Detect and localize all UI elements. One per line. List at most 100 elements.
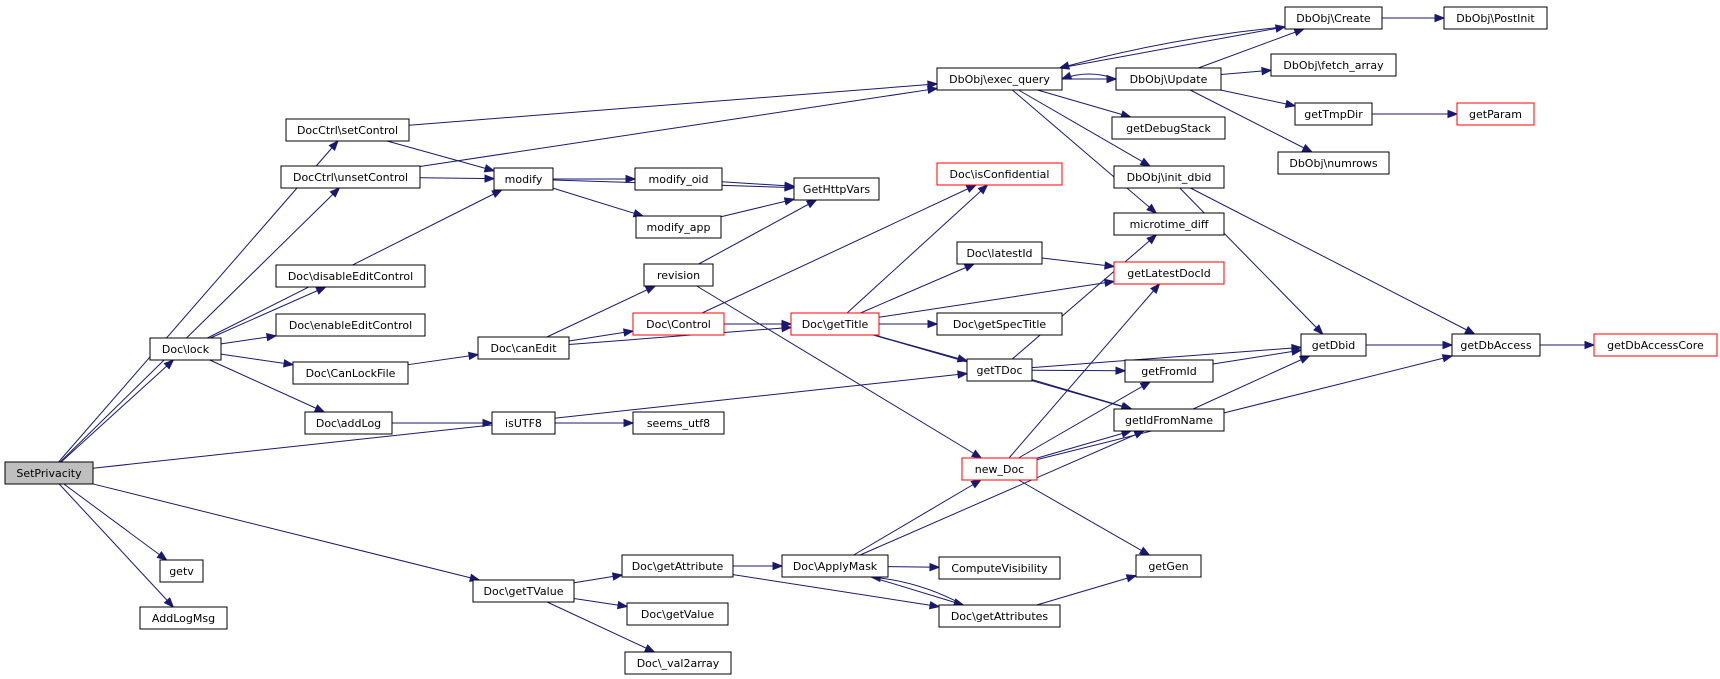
node-doc-canlockfile[interactable]: Doc\CanLockFile	[292, 361, 409, 385]
node-box	[936, 67, 1063, 91]
node-getlatestdocid[interactable]: getLatestDocId	[1113, 261, 1225, 285]
node-microtime-diff[interactable]: microtime_diff	[1113, 212, 1225, 236]
arrowhead	[1447, 109, 1459, 119]
node-doc-disableeditcontrol[interactable]: Doc\disableEditControl	[275, 264, 426, 288]
arrowhead	[783, 197, 796, 206]
node-gettmpdir[interactable]: getTmpDir	[1294, 102, 1373, 126]
node-docctrl-unsetcontrol[interactable]: DocCtrl\unsetControl	[280, 165, 421, 189]
node-box	[139, 606, 228, 630]
arrowhead	[1301, 143, 1314, 153]
node-box	[159, 559, 204, 583]
node-docctrl-setcontrol[interactable]: DocCtrl\setControl	[285, 118, 410, 142]
edge-getTDoc-to-microtime_diff	[1011, 234, 1158, 360]
node-new-doc[interactable]: new_Doc	[961, 457, 1038, 481]
edge-line	[59, 187, 340, 463]
node-modify-oid[interactable]: modify_oid	[634, 167, 723, 191]
node-getdbaccess[interactable]: getDbAccess	[1451, 333, 1541, 357]
node-dbobj-exec-query[interactable]: DbObj\exec_query	[936, 67, 1063, 91]
node-dbobj-numrows[interactable]: DbObj\numrows	[1277, 151, 1390, 175]
edge-line	[1212, 349, 1302, 365]
node-dbobj-init-dbid[interactable]: DbObj\init_dbid	[1113, 165, 1225, 189]
node-revision[interactable]: revision	[643, 263, 714, 287]
arrowhead	[1284, 99, 1297, 109]
node-doc-getattributes[interactable]: Doc\getAttributes	[938, 604, 1061, 628]
node-getdbid[interactable]: getDbid	[1300, 333, 1367, 357]
arrowhead	[781, 319, 793, 329]
node-doc-applymask[interactable]: Doc\ApplyMask	[781, 554, 889, 578]
node-box	[966, 358, 1033, 382]
node-label: Doc\CanLockFile	[306, 367, 396, 380]
node-addlogmsg[interactable]: AddLogMsg	[139, 606, 228, 630]
arrowhead	[929, 562, 941, 572]
node-gettdoc[interactable]: getTDoc	[966, 358, 1033, 382]
arrowhead	[1115, 366, 1127, 375]
node-getgen[interactable]: getGen	[1135, 554, 1202, 578]
node-doc-control[interactable]: Doc\Control	[632, 312, 725, 336]
node-doc-addlog[interactable]: Doc\addLog	[304, 411, 393, 435]
node-doc-canedit[interactable]: Doc\canEdit	[477, 336, 570, 360]
arrowhead	[977, 184, 989, 195]
node-label: getFromId	[1141, 365, 1197, 378]
node-doc-val2array[interactable]: Doc\_val2array	[624, 651, 732, 675]
edge-SetPrivacity-to-getv	[63, 483, 168, 561]
edge-line	[1037, 89, 1131, 118]
edge-Doc_Control-to-Doc_isConfidential	[701, 184, 978, 314]
node-getidfromname[interactable]: getIdFromName	[1113, 408, 1225, 432]
edge-line	[871, 576, 964, 606]
node-label: getDebugStack	[1126, 122, 1211, 135]
node-doc-getspectitle[interactable]: Doc\getSpecTitle	[936, 312, 1063, 336]
node-box	[936, 162, 1063, 186]
node-label: getLatestDocId	[1127, 267, 1211, 280]
node-dbobj-fetch-array[interactable]: DbObj\fetch_array	[1270, 53, 1397, 77]
node-getv[interactable]: getv	[159, 559, 204, 583]
edge-line	[696, 285, 982, 459]
edge-line	[701, 184, 977, 314]
node-doc-gettvalue[interactable]: Doc\getTValue	[472, 579, 575, 603]
arrowhead	[1313, 324, 1324, 335]
node-box	[1113, 261, 1225, 285]
arrowhead	[163, 597, 175, 609]
node-label: Doc\addLog	[316, 417, 381, 430]
edge-Doc_ApplyMask-to-Doc_getAttributes	[871, 576, 965, 607]
node-computevisibility[interactable]: ComputeVisibility	[938, 556, 1061, 580]
node-dbobj-update[interactable]: DbObj\Update	[1115, 67, 1222, 91]
node-dbobj-postinit[interactable]: DbObj\PostInit	[1443, 6, 1548, 30]
arrowhead	[1434, 13, 1446, 23]
arrowhead	[805, 199, 818, 209]
node-doc-enableeditcontrol[interactable]: Doc\enableEditControl	[275, 313, 426, 337]
node-label: revision	[657, 269, 700, 282]
node-modify[interactable]: modify	[493, 167, 554, 191]
edge-Doc_getTitle-to-getLatestDocId	[878, 278, 1116, 318]
edge-Doc_getTitle-to-Doc_isConfidential	[846, 184, 989, 314]
node-label: SetPrivacity	[16, 467, 82, 480]
node-seems-utf8[interactable]: seems_utf8	[632, 411, 725, 435]
node-dbobj-create[interactable]: DbObj\Create	[1284, 6, 1383, 30]
node-doc-getattribute[interactable]: Doc\getAttribute	[621, 554, 734, 578]
edge-line	[1031, 379, 1132, 410]
node-label: DbObj\exec_query	[949, 73, 1050, 86]
node-getdbaccesscore[interactable]: getDbAccessCore	[1593, 333, 1718, 357]
arrowhead	[315, 286, 327, 295]
edge-DbObj_exec_query-to-DbObj_init_dbid	[1018, 89, 1152, 167]
node-doc-gettitle[interactable]: Doc\getTitle	[790, 312, 880, 336]
node-getfromid[interactable]: getFromId	[1124, 359, 1214, 383]
arrowhead	[928, 600, 941, 610]
node-doc-lock[interactable]: Doc\lock	[149, 337, 222, 361]
node-isutf8[interactable]: isUTF8	[491, 411, 556, 435]
node-doc-getvalue[interactable]: Doc\getValue	[626, 602, 729, 626]
edge-Doc_CanLockFile-to-Doc_canEdit	[407, 351, 480, 366]
node-doc-latestid[interactable]: Doc\latestId	[956, 241, 1043, 265]
node-box	[1277, 151, 1390, 175]
node-setprivacity[interactable]: SetPrivacity	[4, 461, 94, 485]
node-modify-app[interactable]: modify_app	[635, 215, 722, 239]
edge-new_Doc-to-getGen	[1018, 479, 1151, 556]
node-box	[790, 312, 880, 336]
node-gethttpvars[interactable]: GetHttpVars	[793, 177, 880, 201]
edge-DbObj_exec_query-to-DbObj_Create	[1059, 24, 1287, 69]
node-doc-isconfidential[interactable]: Doc\isConfidential	[936, 162, 1063, 186]
node-getdebugstack[interactable]: getDebugStack	[1111, 116, 1226, 140]
node-getparam[interactable]: getParam	[1456, 102, 1535, 126]
node-box	[781, 554, 889, 578]
edge-line	[209, 359, 325, 413]
